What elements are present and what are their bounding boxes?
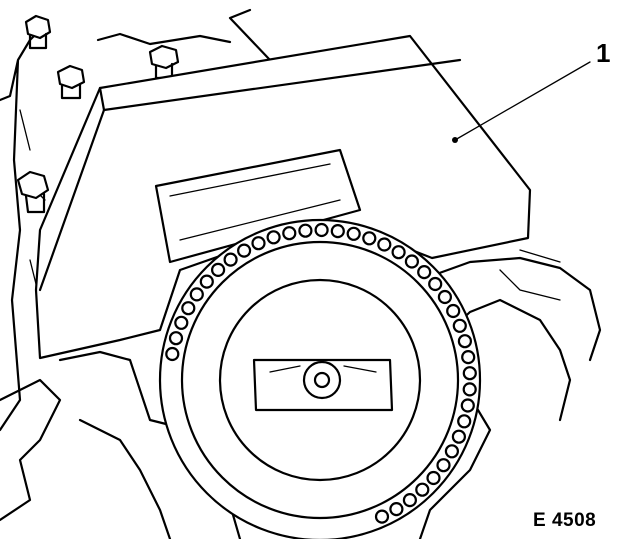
chain-link-icon	[251, 236, 266, 251]
chain-link-icon	[165, 346, 180, 362]
bolt-icon	[148, 44, 180, 80]
chain-link-icon	[426, 470, 441, 486]
cover-plate	[34, 34, 532, 360]
chain-link-icon	[417, 265, 432, 280]
chain-link-icon	[437, 289, 452, 305]
chain-link-icon	[237, 243, 252, 258]
chain-link-icon	[428, 276, 443, 292]
chain-link-icon	[444, 444, 459, 459]
chain-link-icon	[462, 382, 477, 397]
chain-link-icon	[377, 237, 392, 252]
chain-link-icon	[402, 493, 417, 508]
chain-link-icon	[436, 458, 451, 473]
chain-link-icon	[404, 254, 419, 269]
chain-link-icon	[461, 350, 476, 365]
bolt-icon	[24, 14, 52, 50]
chain-link-icon	[451, 429, 466, 444]
chain-link-icon	[211, 262, 226, 277]
bolt-icon	[56, 64, 86, 100]
timing-chain	[165, 222, 477, 524]
chain-link-icon	[457, 334, 472, 349]
chain-link-icon	[362, 231, 377, 246]
chain-link-icon	[189, 287, 204, 302]
chain-link-icon	[462, 366, 477, 381]
chain-link-icon	[223, 252, 238, 267]
chain-link-icon	[415, 482, 430, 497]
chain-link-icon	[446, 303, 461, 319]
sprocket-icon	[158, 218, 482, 539]
chain-link-icon	[391, 245, 406, 260]
chain-link-icon	[457, 414, 472, 429]
chain-link-icon	[460, 398, 475, 413]
chain-link-icon	[282, 226, 297, 241]
callout-label: 1	[596, 38, 611, 68]
chain-link-icon	[266, 230, 281, 245]
chain-link-icon	[199, 274, 214, 289]
chain-link-icon	[174, 315, 189, 330]
chain-link-icon	[298, 223, 313, 238]
chain-link-icon	[181, 301, 196, 316]
chain-link-icon	[374, 509, 390, 524]
chain-link-icon	[330, 224, 345, 239]
chain-link-icon	[452, 318, 467, 333]
figure-code: E 4508	[533, 510, 597, 531]
engine-block	[0, 8, 602, 539]
bolt-icon	[16, 170, 50, 214]
chain-link-icon	[389, 502, 404, 517]
chain-link-icon	[346, 226, 361, 241]
leader-line-icon	[454, 61, 591, 141]
chain-link-icon	[168, 331, 184, 346]
chain-link-icon	[314, 222, 329, 238]
